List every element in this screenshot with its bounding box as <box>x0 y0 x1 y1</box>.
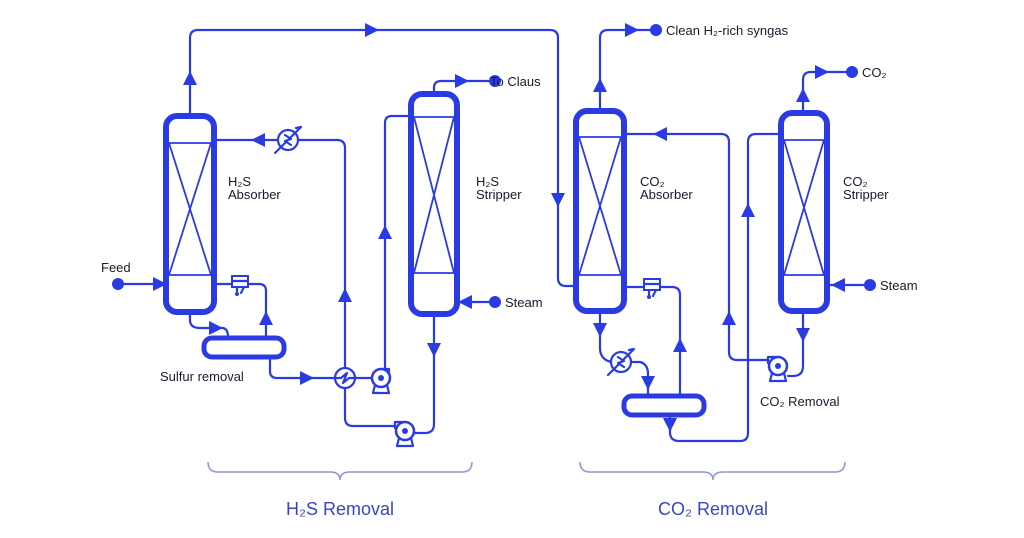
flow-arrow-icon <box>593 78 607 92</box>
pipe-exchanger-to-pump <box>343 386 397 428</box>
pipe-stripper-feed <box>383 114 412 370</box>
claus-outlet-dot <box>489 75 501 87</box>
flash-valve-icon <box>230 275 250 296</box>
flow-arrow-icon <box>455 74 469 88</box>
co2-section-title: CO₂ Removal <box>658 499 768 519</box>
h2s-absorber-label-1: H₂S <box>228 174 251 189</box>
pump-icon <box>370 367 392 395</box>
syngas-outlet-dot <box>650 24 662 36</box>
feed-inlet-dot <box>112 278 124 290</box>
cooler-icon <box>606 347 636 377</box>
co2-out-label: CO₂ <box>862 65 887 80</box>
flow-arrow-icon <box>593 323 607 337</box>
flow-arrow-icon <box>831 278 845 292</box>
flow-arrow-icon <box>259 311 273 325</box>
flow-arrow-icon <box>458 295 472 309</box>
flow-arrow-icon <box>741 203 755 217</box>
pipe-drum-to-exchanger <box>268 355 337 380</box>
h2s-stripper-label-2: Stripper <box>476 187 522 202</box>
feed-label: Feed <box>101 260 131 275</box>
flow-arrow-icon <box>663 418 677 432</box>
steam-label: Steam <box>880 278 918 293</box>
flow-arrow-icon <box>209 321 223 335</box>
steam-inlet-dot <box>864 279 876 291</box>
flow-arrow-icon <box>378 225 392 239</box>
co2-stripper-column <box>778 110 830 314</box>
co2-removal-unit-label: CO₂ Removal <box>760 394 840 409</box>
pump-icon <box>766 355 789 383</box>
co2-flash-drum <box>621 393 707 418</box>
co2-absorber-label-2: Absorber <box>640 187 693 202</box>
pipe-absorber-bottoms <box>188 310 230 339</box>
sulfur-removal-drum <box>201 335 287 360</box>
flow-arrow-icon <box>722 311 736 325</box>
flash-valve-icon <box>642 278 662 299</box>
pipe-co2-stripper-bottoms <box>786 310 805 378</box>
steam-inlet-dot <box>489 296 501 308</box>
flow-arrow-icon <box>551 193 565 207</box>
pipe-to-claus <box>432 79 497 95</box>
flow-arrow-icon <box>365 23 379 37</box>
to-claus-label: To Claus <box>490 74 541 89</box>
h2s-absorber-label-2: Absorber <box>228 187 281 202</box>
h2s-stripper-column <box>408 91 460 317</box>
pipes <box>116 28 872 443</box>
heat-exchanger-icon <box>333 366 357 390</box>
flow-arrow-icon <box>427 343 441 357</box>
cooler-icon <box>273 125 303 155</box>
pipe-stripper-bottoms <box>412 313 436 435</box>
flow-arrow-icon <box>338 288 352 302</box>
flow-arrow-icon <box>153 277 167 291</box>
flow-arrow-icon <box>815 65 829 79</box>
flow-arrow-icon <box>796 328 810 342</box>
pipe-lean-solvent-h2s <box>213 138 347 370</box>
h2s-section-title: H₂S Removal <box>286 499 394 519</box>
pipe-co2-drum-bottoms <box>668 132 782 443</box>
pipe-absorber-overhead <box>188 28 577 288</box>
pipe-co2-out <box>801 70 854 114</box>
co2-stripper-label-1: CO₂ <box>843 174 868 189</box>
sulfur-removal-label: Sulfur removal <box>160 369 244 384</box>
h2s-stripper-label-1: H₂S <box>476 174 499 189</box>
co2-absorber-column <box>573 108 627 314</box>
co2-section-bracket <box>579 461 846 481</box>
co2-stripper-label-2: Stripper <box>843 187 889 202</box>
flow-arrows <box>153 23 845 432</box>
pipe-syngas-out <box>598 28 657 112</box>
clean-syngas-label: Clean H₂-rich syngas <box>666 23 789 38</box>
flow-arrow-icon <box>653 127 667 141</box>
pump-icon <box>393 420 416 448</box>
pipe-co2-absorber-bottoms <box>598 310 650 397</box>
flow-arrow-icon <box>251 133 265 147</box>
h2s-absorber-column <box>163 113 217 315</box>
flow-arrow-icon <box>796 88 810 102</box>
pipe-lean-solvent-co2 <box>623 132 770 362</box>
flow-arrow-icon <box>183 71 197 85</box>
steam-label: Steam <box>505 295 543 310</box>
flow-arrow-icon <box>300 371 314 385</box>
co2-outlet-dot <box>846 66 858 78</box>
pipe-flash-h2s <box>213 282 268 339</box>
flow-arrow-icon <box>673 338 687 352</box>
h2s-section-bracket <box>207 461 473 481</box>
flow-arrow-icon <box>625 23 639 37</box>
flow-arrow-icon <box>641 376 655 390</box>
pipe-flash-co2 <box>623 285 682 397</box>
co2-absorber-label-1: CO₂ <box>640 174 665 189</box>
